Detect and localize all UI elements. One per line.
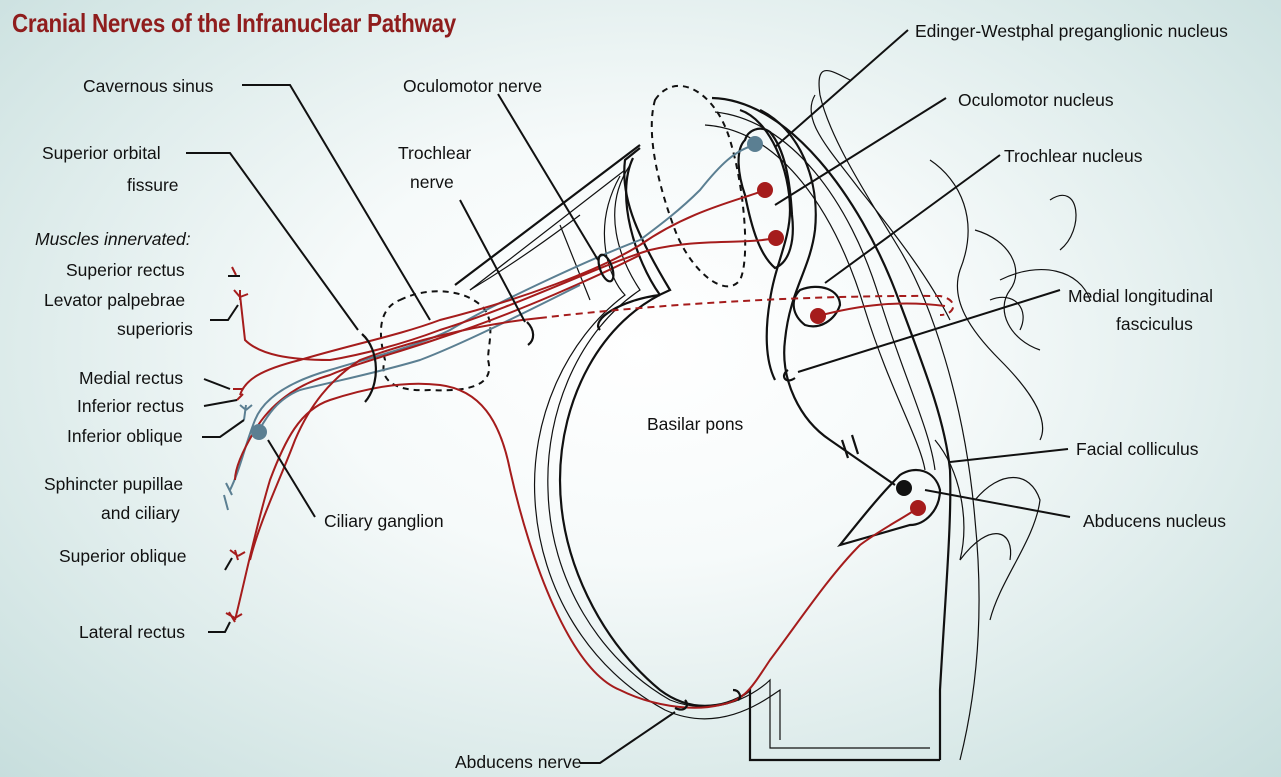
label-levator-palpebrae-1: Levator palpebrae xyxy=(44,290,185,310)
label-inferior-rectus: Inferior rectus xyxy=(77,396,184,416)
label-ciliary-ganglion: Ciliary ganglion xyxy=(324,511,444,531)
label-mlf-1: Medial longitudinal xyxy=(1068,286,1213,306)
label-trochlear-nucleus: Trochlear nucleus xyxy=(1004,146,1143,166)
label-edinger-westphal: Edinger-Westphal preganglionic nucleus xyxy=(915,21,1228,41)
label-trochlear-nerve-1: Trochlear xyxy=(398,143,471,163)
facial-genu-dot xyxy=(896,480,912,496)
label-basilar-pons: Basilar pons xyxy=(647,414,744,434)
cavernous-sinus-outline xyxy=(381,291,490,390)
label-muscles-innervated: Muscles innervated: xyxy=(35,229,191,249)
oculomotor-nerve-fibers xyxy=(230,145,776,490)
trochlear-nucleus-dot xyxy=(810,308,826,324)
abducens-nucleus-dot xyxy=(910,500,926,516)
label-trochlear-nerve-2: nerve xyxy=(410,172,454,192)
label-sphincter-pupillae-1: Sphincter pupillae xyxy=(44,474,183,494)
label-facial-colliculus: Facial colliculus xyxy=(1076,439,1199,459)
label-oculomotor-nerve: Oculomotor nerve xyxy=(403,76,542,96)
label-inferior-oblique: Inferior oblique xyxy=(67,426,183,446)
label-superior-rectus: Superior rectus xyxy=(66,260,185,280)
label-cavernous-sinus: Cavernous sinus xyxy=(83,76,214,96)
label-mlf-2: fasciculus xyxy=(1116,314,1193,334)
label-superior-orbital-fissure-2: fissure xyxy=(127,175,179,195)
label-abducens-nerve: Abducens nerve xyxy=(455,752,581,772)
edinger-westphal-dot xyxy=(747,136,763,152)
label-sphincter-pupillae-2: and ciliary xyxy=(101,503,180,523)
abducens-nerve-fiber xyxy=(235,384,918,708)
oculomotor-nucleus-dot-2 xyxy=(768,230,784,246)
label-lateral-rectus: Lateral rectus xyxy=(79,622,185,642)
ciliary-ganglion-dot xyxy=(251,424,267,440)
label-oculomotor-nucleus: Oculomotor nucleus xyxy=(958,90,1114,110)
label-levator-palpebrae-2: superioris xyxy=(117,319,193,339)
oculomotor-nucleus-dot xyxy=(757,182,773,198)
label-superior-oblique: Superior oblique xyxy=(59,546,186,566)
label-abducens-nucleus: Abducens nucleus xyxy=(1083,511,1226,531)
labels: Cavernous sinus Superior orbital fissure… xyxy=(35,21,1228,772)
leader-lines xyxy=(186,30,1070,763)
label-superior-orbital-fissure-1: Superior orbital xyxy=(42,143,161,163)
label-medial-rectus: Medial rectus xyxy=(79,368,183,388)
red-nucleus-dashed-outline xyxy=(652,86,745,286)
